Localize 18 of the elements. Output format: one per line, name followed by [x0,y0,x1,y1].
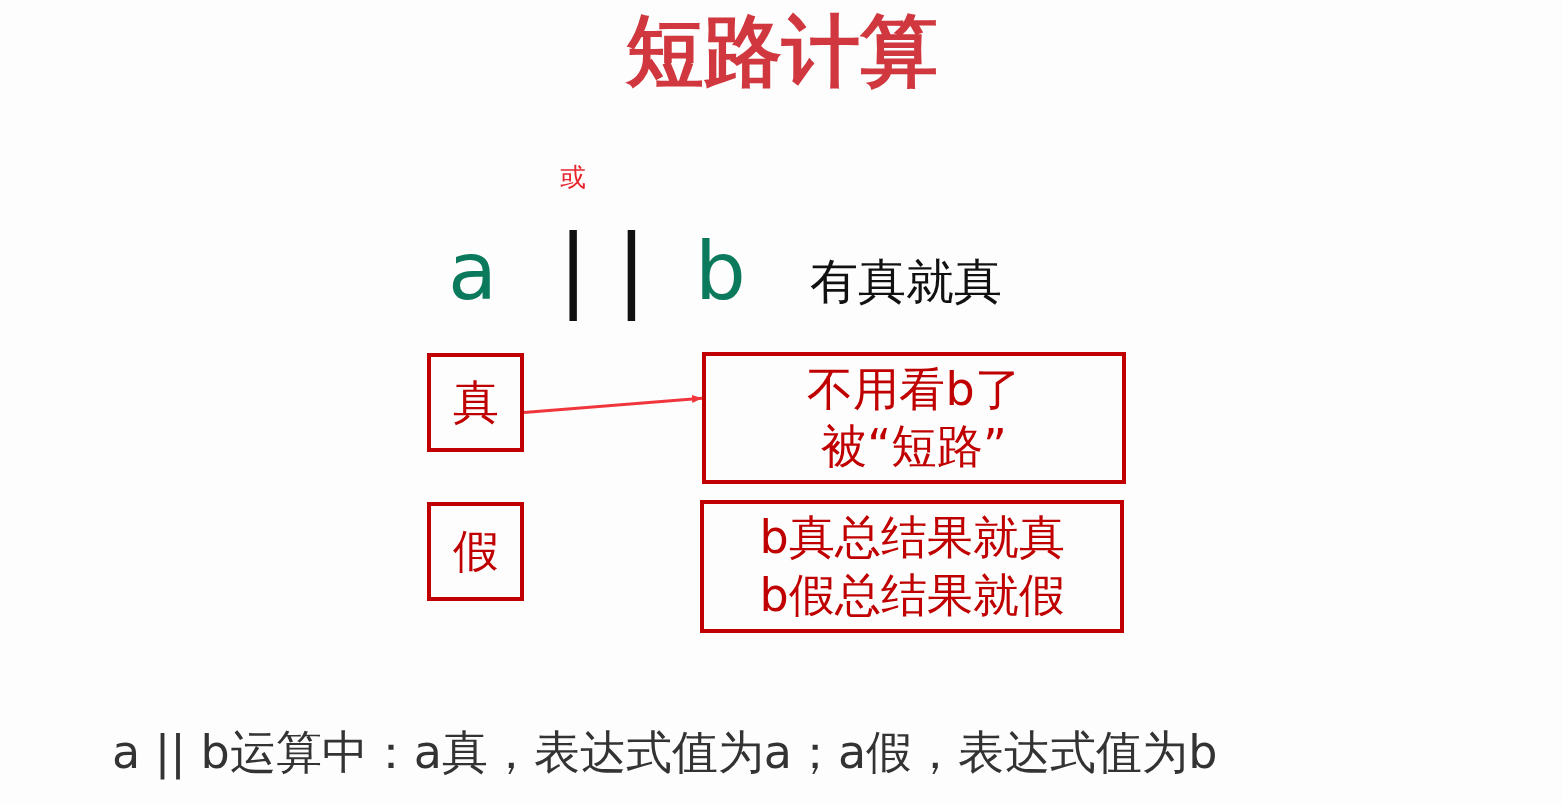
rule-text: 有真就真 [810,252,1002,311]
text-box [702,352,1126,484]
title: 短路计算 [624,5,939,98]
arrow [523,395,703,414]
text-box [427,502,524,601]
text-box [700,500,1124,633]
box-text: 真 [452,373,499,431]
operand-label: b [695,225,746,318]
summary-text: a || b运算中：a真，表达式值为a；a假，表达式值为b [112,724,1218,782]
box-text: 假 [452,522,499,580]
operator-label: || [558,215,675,320]
box-text: b真总结果就真 [759,509,1065,566]
operand-label: a [448,225,498,318]
label: 或 [560,161,586,194]
box-text: 被“短路” [821,418,1007,475]
box-text: b假总结果就假 [759,566,1065,624]
box-text: 不用看b了 [807,360,1021,418]
text-box [427,353,524,452]
